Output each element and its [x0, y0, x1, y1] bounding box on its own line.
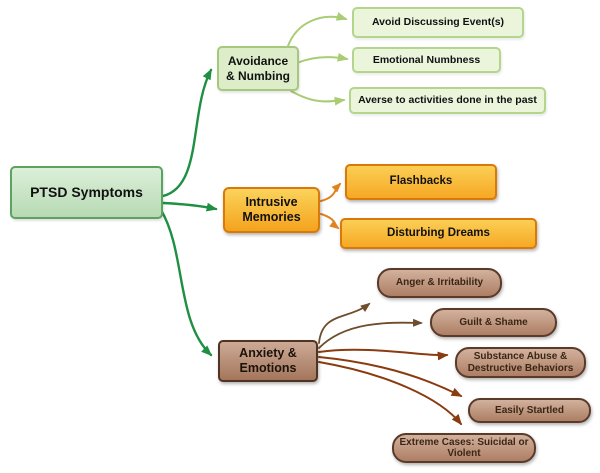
- node-ptsd-symptoms[interactable]: PTSD Symptoms: [10, 166, 163, 219]
- edge-avoidance-averse: [290, 90, 346, 106]
- node-extreme-cases[interactable]: Extreme Cases: Suicidal or Violent: [392, 433, 536, 463]
- node-intrusive-memories[interactable]: Intrusive Memories: [223, 187, 320, 233]
- node-easily-startled[interactable]: Easily Startled: [468, 398, 591, 423]
- node-disturbing-dreams[interactable]: Disturbing Dreams: [340, 218, 537, 249]
- edge-root-anxiety: [159, 208, 213, 357]
- edge-root-intrusive: [161, 201, 218, 212]
- node-averse-to-activities[interactable]: Averse to activities done in the past: [349, 87, 546, 114]
- node-guilt-shame[interactable]: Guilt & Shame: [430, 308, 557, 337]
- edge-root-avoidance: [161, 68, 213, 198]
- edge-avoidance-discussing: [287, 12, 348, 47]
- node-substance-abuse[interactable]: Substance Abuse & Destructive Behaviors: [455, 347, 586, 378]
- edge-anxiety-guilt: [318, 318, 423, 349]
- node-emotional-numbness[interactable]: Emotional Numbness: [352, 47, 501, 73]
- node-anxiety-emotions[interactable]: Anxiety & Emotions: [218, 340, 318, 382]
- node-anger-irritability[interactable]: Anger & Irritability: [377, 268, 502, 298]
- edge-anxiety-anger: [318, 302, 371, 344]
- node-avoidance-numbing[interactable]: Avoidance & Numbing: [217, 46, 299, 91]
- edge-intrusive-flashbacks: [320, 182, 342, 202]
- edge-anxiety-substance: [318, 348, 449, 361]
- edge-avoidance-numbness: [296, 52, 349, 64]
- node-flashbacks[interactable]: Flashbacks: [345, 164, 497, 200]
- edge-intrusive-dreams: [320, 213, 340, 230]
- node-avoid-discussing-events[interactable]: Avoid Discussing Event(s): [352, 7, 524, 38]
- edge-anxiety-extreme: [318, 361, 463, 426]
- edge-anxiety-startled: [318, 356, 463, 397]
